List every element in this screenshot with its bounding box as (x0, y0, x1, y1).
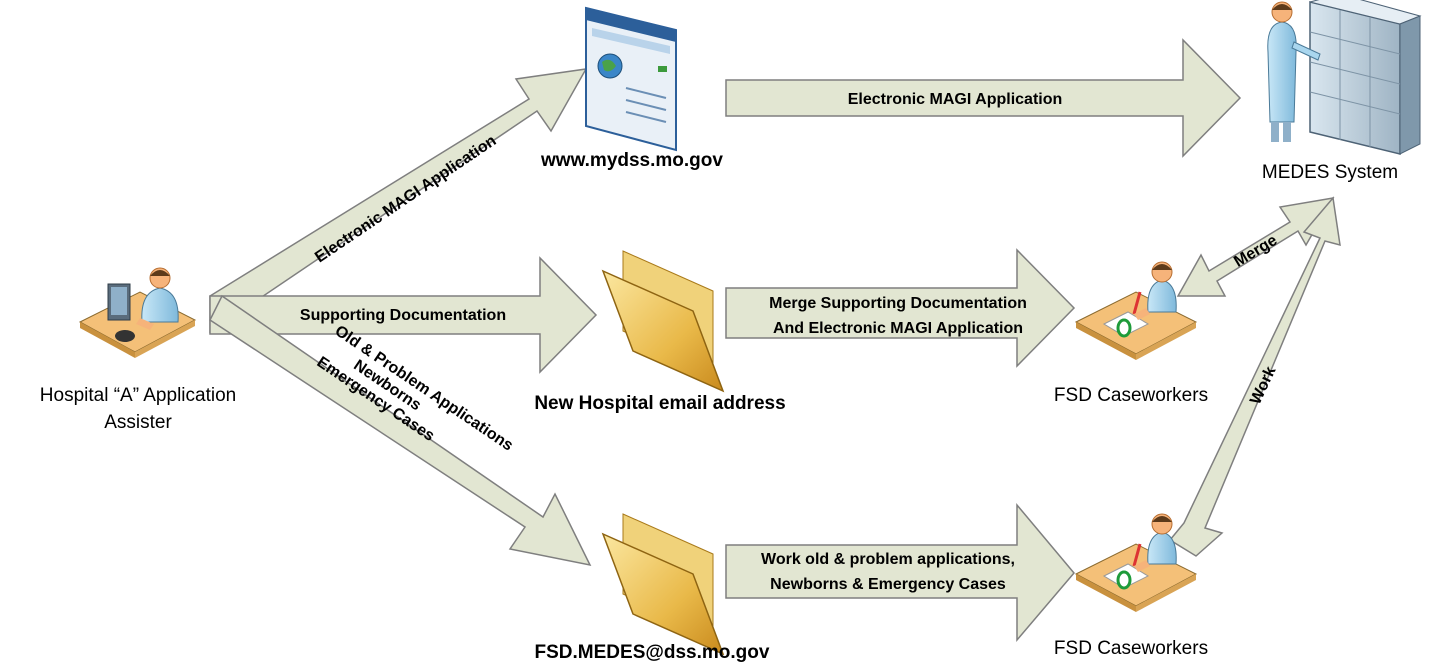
caseworker-icon-top (1074, 261, 1198, 360)
arrow-label-supporting-docs: Supporting Documentation (300, 307, 506, 324)
arrow-label-to-website: Electronic MAGI Application (312, 132, 499, 266)
medes-label: MEDES System (1262, 162, 1398, 183)
arrow-work-apps (725, 502, 1075, 643)
arrow-label-website-to-medes: Electronic MAGI Application (848, 91, 1063, 108)
website-label: www.mydss.mo.gov (540, 150, 723, 171)
arrow-label-merge-line2: And Electronic MAGI Application (773, 320, 1023, 337)
new-email-label: New Hospital email address (534, 393, 785, 414)
medes-server-icon (1267, 0, 1422, 155)
arrow-old-problem (209, 294, 592, 567)
email-folder-icon-fsd (601, 513, 725, 656)
website-browser-icon (585, 6, 677, 152)
caseworkers-top-label: FSD Caseworkers (1054, 385, 1208, 406)
arrow-label-merge-line1: Merge Supporting Documentation (769, 295, 1027, 312)
arrow-to-website (209, 68, 588, 334)
assister-label-line1: Hospital “A” Application (40, 385, 236, 406)
arrow-label-work-line2: Newborns & Emergency Cases (770, 576, 1006, 593)
arrow-label-work-line1: Work old & problem applications, (761, 551, 1015, 568)
caseworkers-bottom-label: FSD Caseworkers (1054, 638, 1208, 659)
arrow-merge-docs (725, 248, 1076, 368)
caseworker-icon-bottom (1074, 513, 1198, 612)
fsd-email-label: FSD.MEDES@dss.mo.gov (535, 642, 770, 663)
email-folder-icon-new (601, 250, 725, 393)
arrow-work-medes (1168, 196, 1341, 557)
assister-label-line2: Assister (104, 412, 172, 433)
arrow-website-to-medes (725, 38, 1242, 158)
arrow-label-merge: Merge (1231, 232, 1280, 271)
assister-person-icon (78, 267, 197, 358)
